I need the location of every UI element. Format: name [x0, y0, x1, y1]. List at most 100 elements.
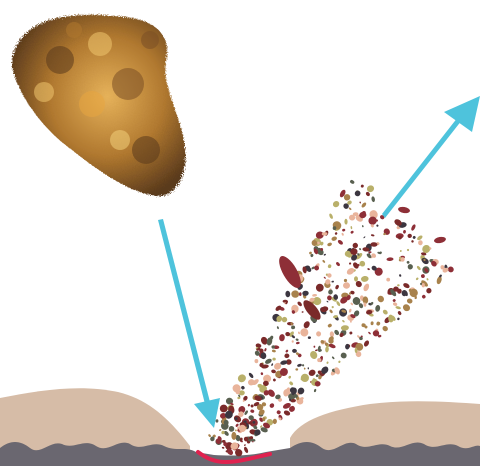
debris-fragment: [308, 336, 311, 339]
debris-fragment: [329, 213, 334, 220]
debris-fragment: [376, 224, 379, 227]
debris-fragment: [295, 338, 299, 341]
debris-fragment: [402, 303, 412, 313]
debris-fragment: [363, 236, 366, 238]
debris-fragment: [264, 348, 267, 352]
debris-fragment: [260, 372, 263, 375]
debris-fragment: [327, 323, 332, 328]
debris-fragment: [367, 268, 370, 270]
debris-fragment: [247, 404, 250, 407]
debris-fragment: [370, 321, 373, 325]
debris-fragment: [316, 331, 322, 337]
debris-fragment: [279, 334, 285, 342]
debris-fragment: [221, 430, 225, 434]
debris-fragment: [349, 262, 352, 265]
debris-fragment: [350, 302, 353, 306]
debris-fragment: [343, 282, 350, 289]
debris-fragment: [416, 265, 421, 270]
debris-fragment: [323, 253, 326, 256]
debris-fragment: [422, 283, 425, 287]
debris-fragment: [216, 419, 219, 422]
debris-fragment: [295, 368, 298, 370]
debris-fragment: [426, 278, 429, 281]
debris-fragment: [331, 281, 334, 283]
debris-fragment: [395, 306, 401, 310]
debris-fragment: [354, 276, 358, 281]
debris-fragment: [277, 326, 280, 329]
debris-fragment: [323, 276, 326, 279]
debris-fragment: [349, 179, 355, 184]
debris-fragment: [340, 351, 348, 359]
debris-fragment: [284, 353, 290, 359]
debris-fragment: [299, 327, 309, 337]
debris-fragment: [386, 278, 390, 282]
debris-fragment: [361, 202, 367, 209]
debris-fragment: [315, 349, 318, 351]
debris-fragment: [316, 284, 324, 292]
debris-fragment: [302, 364, 305, 367]
debris-fragment: [248, 372, 254, 379]
debris-fragment: [397, 284, 400, 286]
debris-fragment: [302, 320, 311, 329]
debris-fragment: [308, 369, 317, 378]
debris-fragment: [328, 289, 334, 295]
debris-fragment: [291, 290, 299, 298]
debris-fragment: [386, 257, 393, 261]
debris-fragment: [350, 230, 354, 234]
debris-fragment: [400, 250, 403, 253]
debris-fragment: [292, 349, 297, 353]
debris-fragment: [308, 367, 310, 369]
debris-fragment: [322, 259, 326, 263]
debris-fragment: [272, 349, 277, 353]
debris-fragment: [359, 201, 361, 203]
debris-fragment: [325, 346, 329, 352]
incoming-trajectory-arrow: [158, 219, 220, 428]
debris-fragment: [361, 184, 365, 188]
debris-fragment: [328, 343, 336, 349]
debris-fragment: [285, 349, 289, 353]
debris-fragment: [397, 310, 402, 315]
debris-fragment: [285, 291, 290, 298]
debris-fragment: [291, 325, 296, 329]
debris-fragment: [436, 276, 443, 285]
debris-fragment: [298, 331, 301, 334]
debris-fragment: [327, 264, 331, 269]
debris-fragment: [331, 356, 334, 360]
debris-fragment: [250, 404, 254, 408]
debris-fragment: [371, 196, 375, 202]
debris-fragment: [410, 224, 416, 232]
debris-fragment: [334, 232, 338, 236]
debris-fragment: [272, 419, 277, 425]
debris-fragment: [337, 239, 344, 245]
debris-fragment: [344, 279, 348, 283]
debris-fragment: [354, 189, 362, 197]
debris-fragment: [297, 363, 302, 367]
debris-fragment: [331, 236, 338, 242]
debris-fragment: [331, 220, 343, 232]
debris-fragment: [335, 261, 340, 266]
debris-fragment: [397, 317, 400, 320]
debris-fragment: [382, 309, 389, 316]
debris-fragment: [269, 402, 275, 408]
debris-fragment: [344, 219, 347, 225]
debris-fragment: [358, 260, 366, 268]
debris-fragment: [341, 233, 344, 237]
debris-fragment: [338, 307, 348, 317]
debris-fragment: [366, 184, 375, 193]
debris-fragment: [406, 298, 413, 304]
debris-fragment: [296, 341, 300, 344]
debris-fragment: [368, 331, 371, 334]
debris-fragment: [240, 385, 245, 390]
debris-fragment: [219, 404, 227, 412]
debris-fragment: [276, 410, 281, 415]
debris-fragment: [288, 375, 292, 379]
debris-fragment: [359, 248, 362, 251]
debris-fragment: [272, 358, 275, 361]
debris-fragment: [341, 325, 349, 331]
debris-fragment: [392, 302, 397, 307]
debris-fragment: [399, 274, 402, 277]
debris-fragment: [416, 234, 423, 241]
debris-fragment: [235, 429, 237, 431]
debris-fragment: [376, 321, 381, 326]
